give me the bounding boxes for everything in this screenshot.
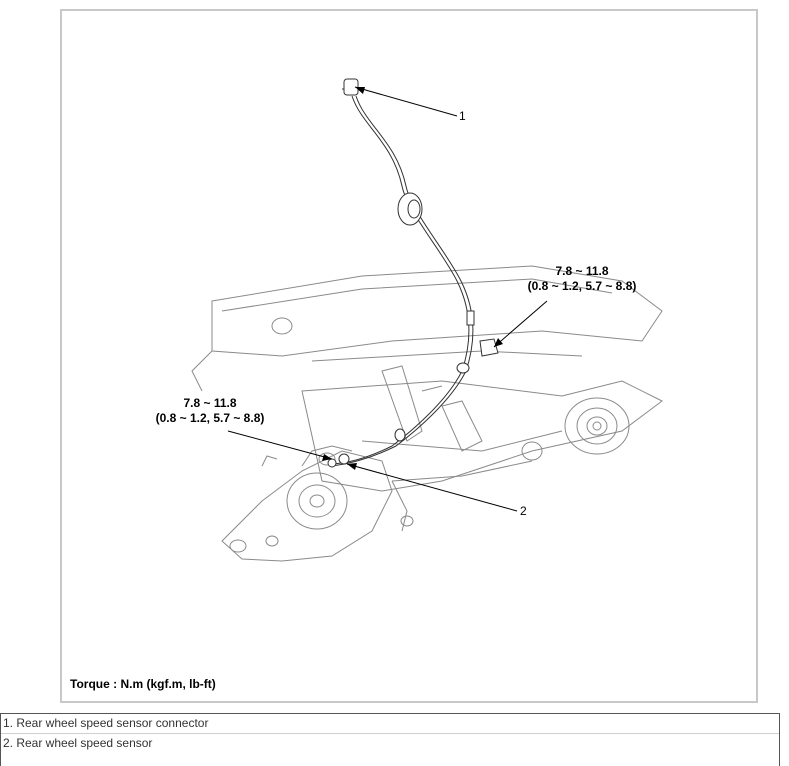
legend-item: 2. Rear wheel speed sensor <box>1 733 779 753</box>
lower-torque-callout: 7.8 ~ 11.8 (0.8 ~ 1.2, 5.7 ~ 8.8) <box>130 396 290 426</box>
figure-frame: 1 2 7.8 ~ 11.8 (0.8 ~ 1.2, 5.7 ~ 8.8) 7.… <box>60 9 758 703</box>
upper-torque-callout: 7.8 ~ 11.8 (0.8 ~ 1.2, 5.7 ~ 8.8) <box>502 264 662 294</box>
callout-number-2: 2 <box>520 504 527 518</box>
upper-torque-alt-value: (0.8 ~ 1.2, 5.7 ~ 8.8) <box>527 279 637 293</box>
suspension-diagram <box>191 78 663 562</box>
lower-torque-value: 7.8 ~ 11.8 <box>183 396 237 410</box>
upper-torque-value: 7.8 ~ 11.8 <box>555 264 609 278</box>
legend-item: 1. Rear wheel speed sensor connector <box>3 716 209 730</box>
torque-units-note: Torque : N.m (kgf.m, lb-ft) <box>70 677 216 691</box>
legend-table: 1. Rear wheel speed sensor connector 2. … <box>0 713 780 766</box>
callout-number-1: 1 <box>459 109 466 123</box>
lower-torque-alt-value: (0.8 ~ 1.2, 5.7 ~ 8.8) <box>155 411 265 425</box>
